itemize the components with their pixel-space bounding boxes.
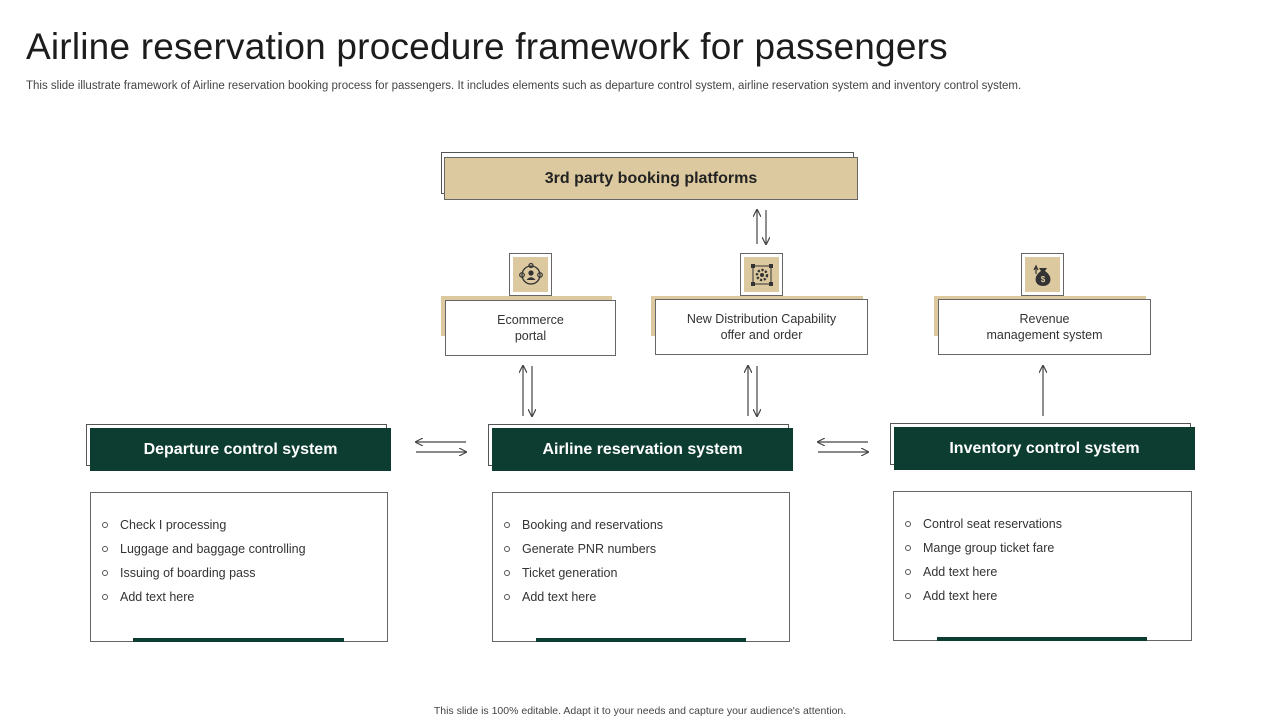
page-title: Airline reservation procedure framework … [26,26,948,67]
list-item: Check I processing [102,518,387,542]
ecommerce-portal-box: Ecommerce portal [445,300,616,356]
list-item: Add text here [504,590,789,614]
gear-network-icon [740,253,783,296]
bullet-icon [102,522,108,528]
users-network-icon [509,253,552,296]
list-item: Luggage and baggage controlling [102,542,387,566]
ndc-accent [651,296,863,301]
revenue-accent [934,296,1146,301]
ecommerce-line1: Ecommerce [497,313,564,327]
revenue-management-box: Revenue management system [938,299,1151,355]
list-item: Issuing of boarding pass [102,566,387,590]
list-item: Add text here [905,589,1191,613]
bullet-icon [504,594,510,600]
bullet-icon [905,521,911,527]
inventory-list-bar [937,637,1147,641]
bullet-icon [504,570,510,576]
ndc-line2: offer and order [720,328,803,342]
list-item: Add text here [905,565,1191,589]
ecommerce-accent [441,296,612,301]
inventory-list-box: Control seat reservations Mange group ti… [893,491,1192,641]
list-item: Booking and reservations [504,518,789,542]
bullet-icon [102,570,108,576]
list-item: Mange group ticket fare [905,541,1191,565]
bullet-icon [504,522,510,528]
booking-platforms-box: 3rd party booking platforms [444,157,858,200]
list-item: Control seat reservations [905,517,1191,541]
svg-text:$: $ [1040,275,1045,284]
revenue-line2: management system [986,328,1103,342]
ndc-box: New Distribution Capability offer and ord… [655,299,868,355]
bullet-icon [905,569,911,575]
reservation-list-box: Booking and reservations Generate PNR nu… [492,492,790,642]
footer-note: This slide is 100% editable. Adapt it to… [433,705,847,717]
bullet-icon [102,546,108,552]
list-item: Ticket generation [504,566,789,590]
inventory-control-header: Inventory control system [894,427,1195,470]
airline-reservation-header: Airline reservation system [492,428,793,471]
page-subtitle: This slide illustrate framework of Airli… [26,80,1022,92]
ndc-accent-side [651,296,655,336]
bullet-icon [905,545,911,551]
reservation-list-bar [536,638,746,642]
bullet-icon [905,593,911,599]
departure-list-bar [133,638,344,642]
money-bag-icon: $ [1021,253,1064,296]
list-item: Generate PNR numbers [504,542,789,566]
revenue-line1: Revenue [1019,312,1070,326]
departure-list-box: Check I processing Luggage and baggage c… [90,492,388,642]
ecommerce-accent-side [441,296,445,336]
list-item: Add text here [102,590,387,614]
bullet-icon [102,594,108,600]
revenue-accent-side [934,296,938,336]
ndc-line1: New Distribution Capability [686,312,837,326]
bullet-icon [504,546,510,552]
departure-control-header: Departure control system [90,428,391,471]
ecommerce-line2: portal [514,329,547,343]
